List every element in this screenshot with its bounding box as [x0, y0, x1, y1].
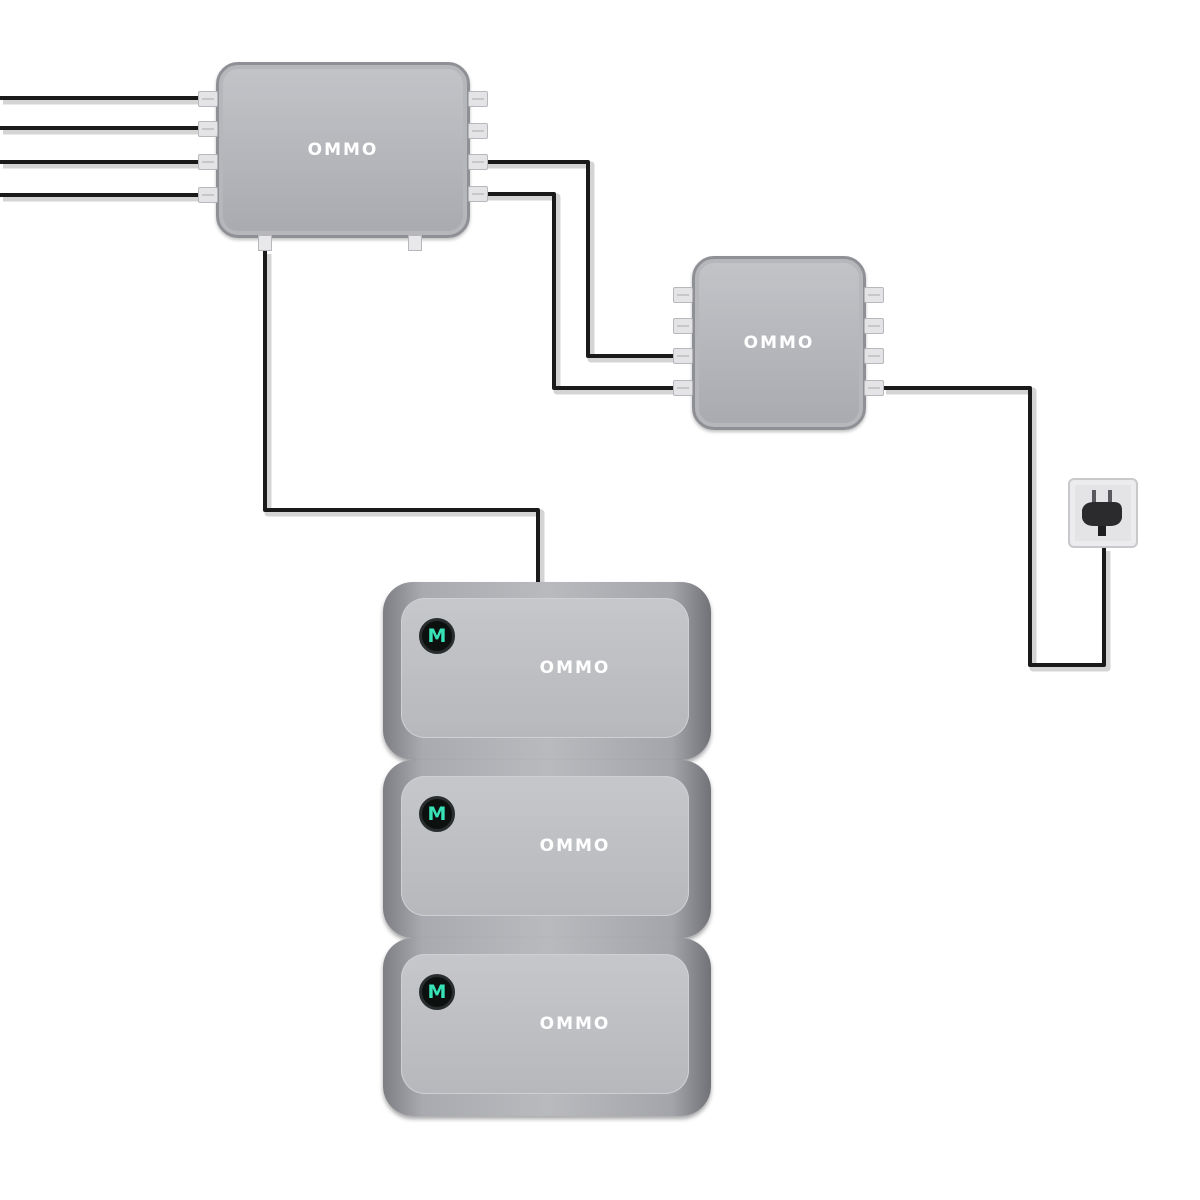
inverter-large-logo: OMMO: [307, 140, 379, 160]
battery-unit-2: M OMMO: [383, 760, 711, 938]
aux-port: [408, 235, 422, 251]
output-port-1: [468, 91, 488, 107]
output-port-2: [468, 123, 488, 139]
badge-letter: M: [427, 624, 447, 647]
input-port-1: [198, 91, 218, 107]
link-cable-lower: [485, 192, 676, 390]
status-badge-icon: M: [419, 618, 455, 654]
status-badge-icon: M: [419, 796, 455, 832]
battery-cable: [263, 251, 540, 582]
battery-logo: OMMO: [539, 658, 611, 678]
input-port-2: [198, 121, 218, 137]
grid-cable: [883, 386, 1106, 667]
output-port-4: [468, 186, 488, 202]
wall-outlet-icon: [1068, 478, 1138, 548]
small-input-port-4: [673, 380, 693, 396]
small-input-port-2: [673, 318, 693, 334]
small-input-port-3: [673, 348, 693, 364]
battery-unit-3: M OMMO: [383, 938, 711, 1116]
inverter-large: OMMO: [216, 62, 470, 238]
battery-face: M OMMO: [401, 598, 689, 738]
battery-logo: OMMO: [539, 836, 611, 856]
inverter-small: OMMO: [692, 256, 866, 430]
battery-face: M OMMO: [401, 954, 689, 1094]
small-output-port-4: [864, 380, 884, 396]
link-cable-upper: [485, 160, 676, 358]
status-badge-icon: M: [419, 974, 455, 1010]
small-output-port-1: [864, 287, 884, 303]
battery-logo: OMMO: [539, 1014, 611, 1034]
small-output-port-3: [864, 348, 884, 364]
inverter-small-logo: OMMO: [743, 333, 815, 353]
small-output-port-2: [864, 318, 884, 334]
battery-unit-1: M OMMO: [383, 582, 711, 760]
input-port-3: [198, 154, 218, 170]
input-port-4: [198, 187, 218, 203]
battery-port: [258, 235, 272, 251]
plug-icon: [1082, 490, 1122, 536]
badge-letter: M: [427, 980, 447, 1003]
output-port-3: [468, 154, 488, 170]
battery-face: M OMMO: [401, 776, 689, 916]
small-input-port-1: [673, 287, 693, 303]
badge-letter: M: [427, 802, 447, 825]
